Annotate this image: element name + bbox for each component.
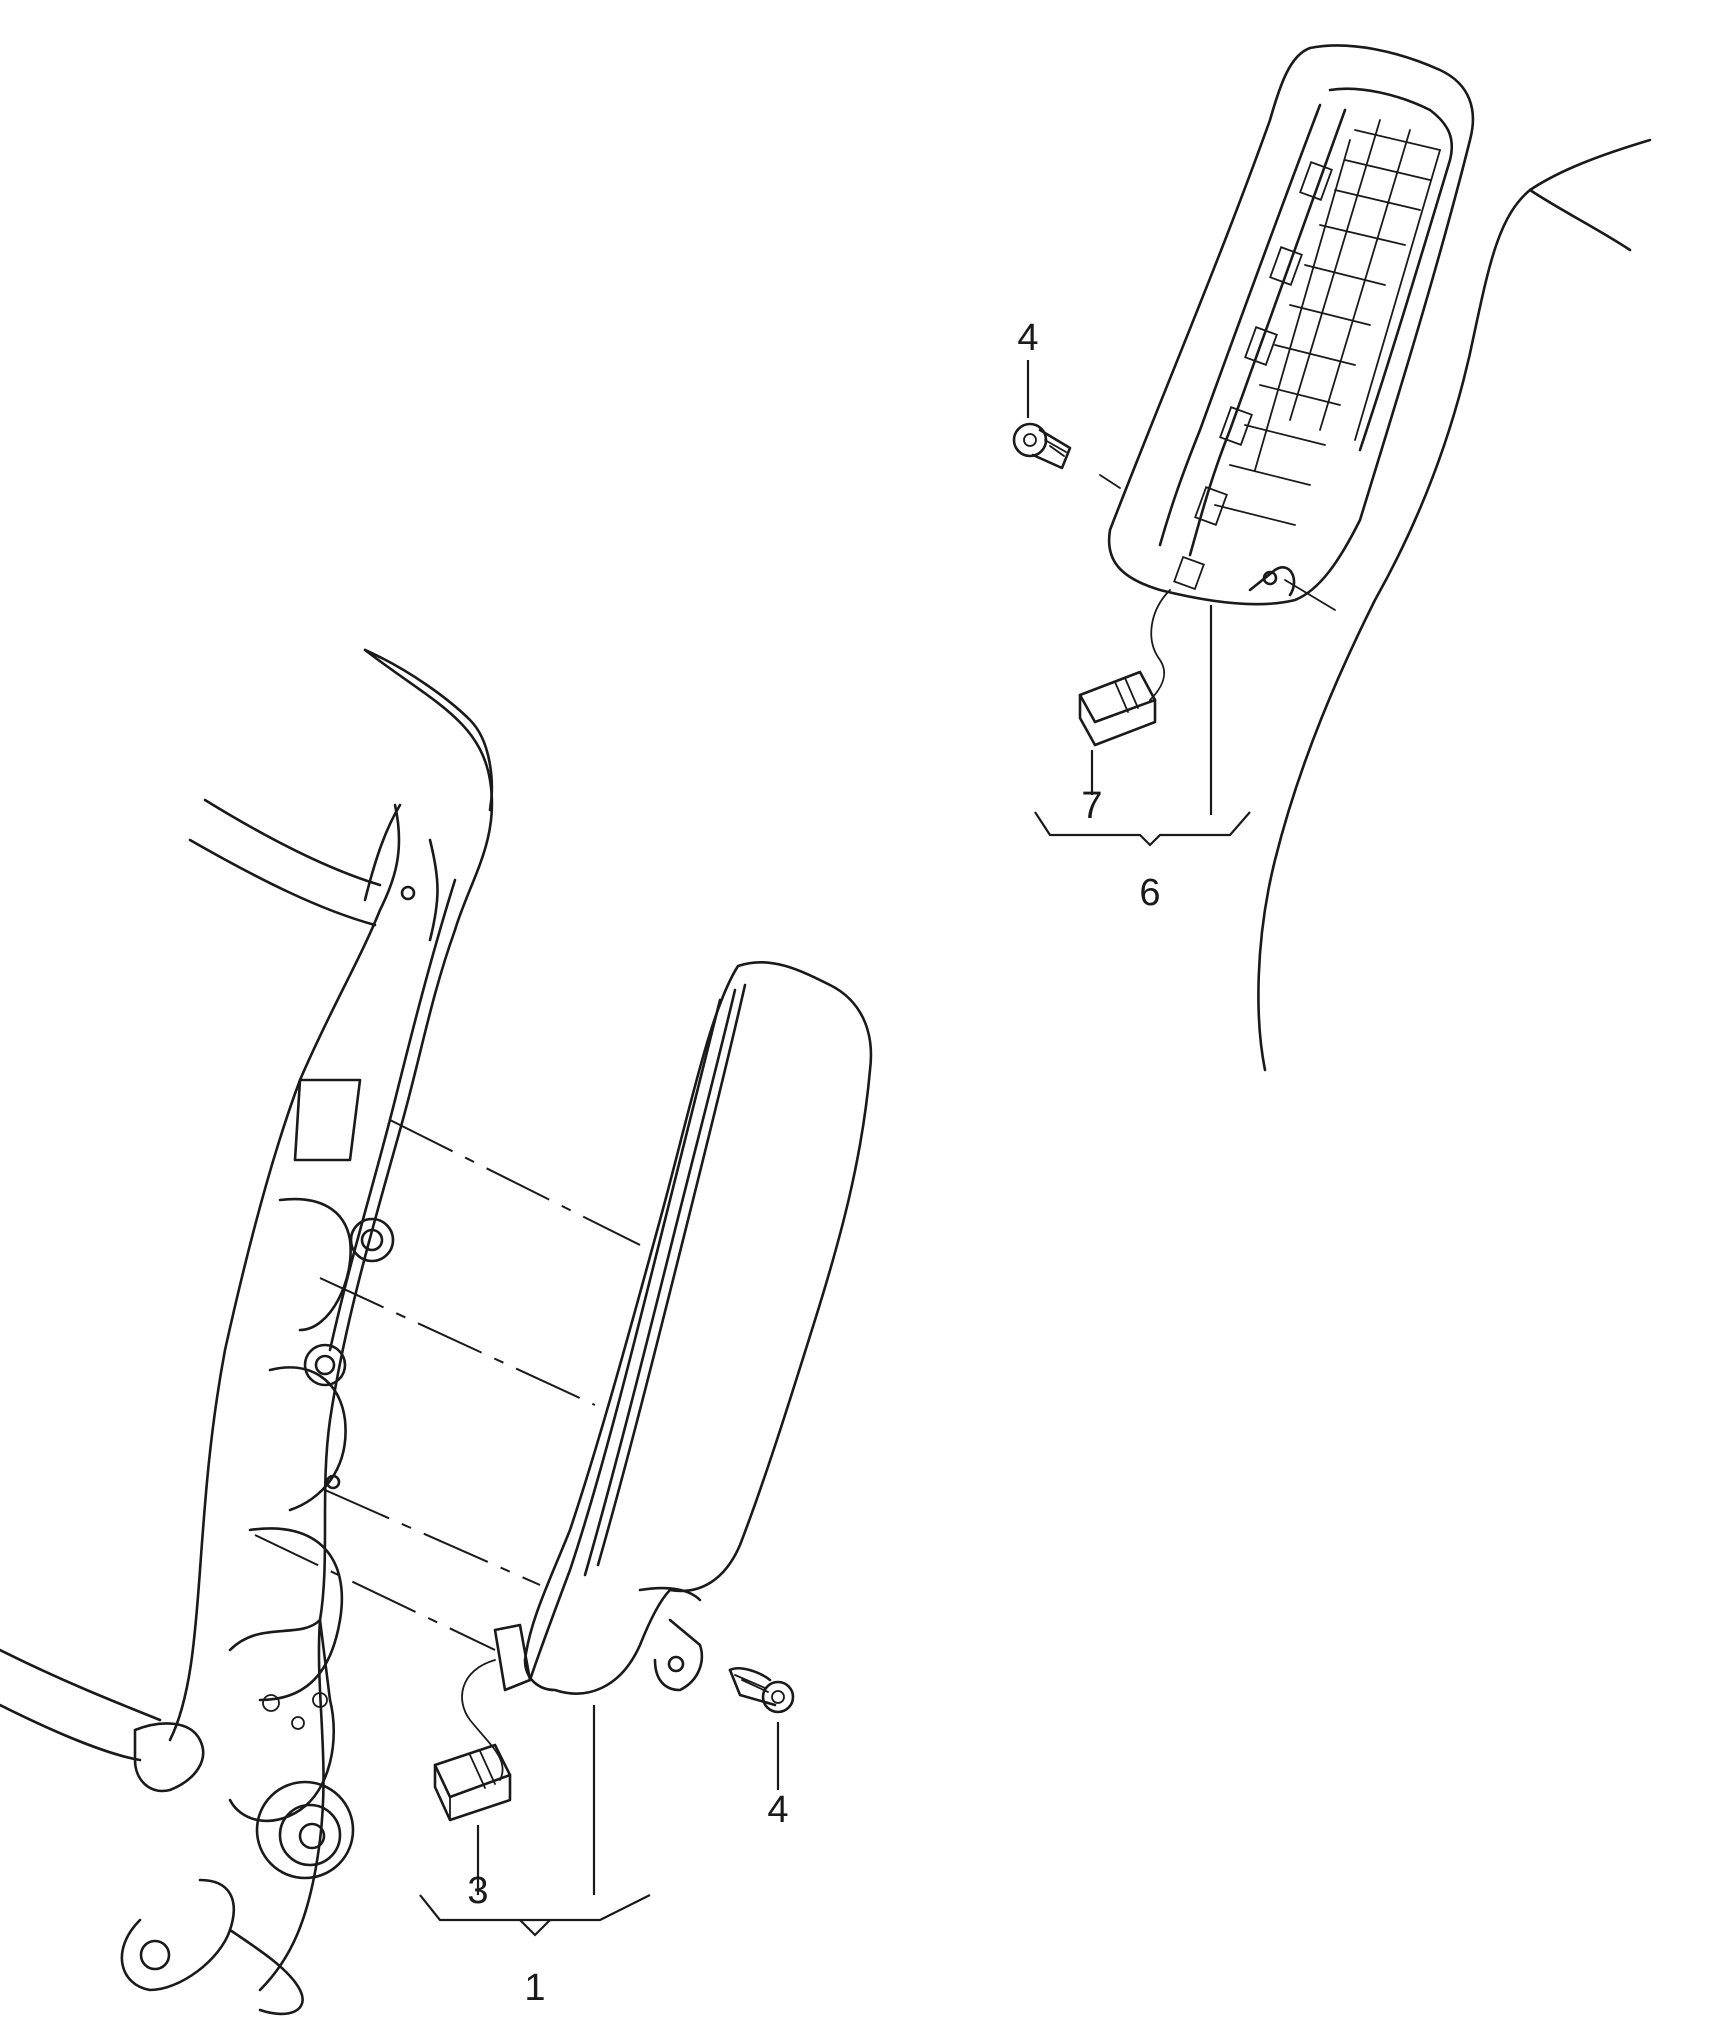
bolt-side: [728, 1667, 795, 1714]
bolt-head: [1012, 422, 1072, 470]
assembly-dashed-lines: [254, 1119, 641, 1651]
seat-backrest-frame: [0, 648, 494, 2016]
callout-connector-side: 3: [467, 1870, 488, 1912]
leader-lines-head: [1026, 360, 1251, 847]
callout-airbag-unit-side: 1: [524, 1967, 545, 2009]
connector-side: [433, 1743, 512, 1822]
roof-pillar-outline: [1099, 138, 1652, 1072]
side-airbag-unit: [461, 960, 873, 1781]
callout-bolt-head: 4: [1017, 317, 1038, 359]
callout-connector-head: 7: [1081, 785, 1102, 827]
callout-bolt-side: 4: [767, 1789, 788, 1831]
head-airbag-unit: [1078, 44, 1475, 747]
leader-lines-side: [419, 1705, 780, 1937]
callout-airbag-unit-head: 6: [1139, 872, 1160, 914]
